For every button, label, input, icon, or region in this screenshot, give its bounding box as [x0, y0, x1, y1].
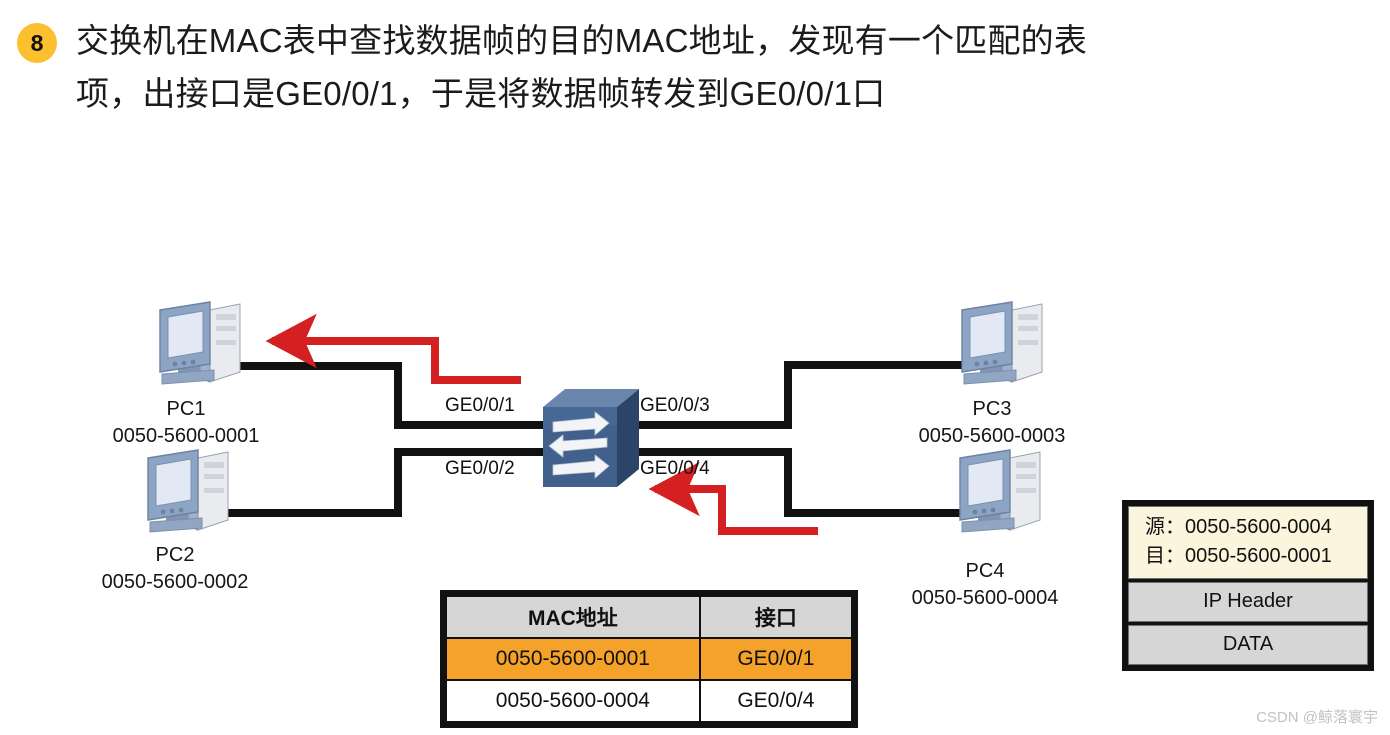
pc1-icon — [159, 301, 241, 385]
frame-ip-header-cell: IP Header — [1128, 582, 1368, 622]
mac-table-cell-interface: GE0/0/4 — [698, 679, 854, 723]
frame-source-mac: 0050-5600-0004 — [1185, 516, 1332, 538]
pc4-name: PC4 — [965, 560, 1005, 582]
pc2-icon — [147, 449, 229, 533]
port-label-ge0-0-1: GE0/0/1 — [445, 395, 515, 416]
traffic-flow-arrows — [265, 313, 818, 535]
port-label-ge0-0-3: GE0/0/3 — [640, 395, 710, 416]
frame-source-label: 源： — [1145, 516, 1185, 538]
frame-destination-row: 目：0050-5600-0001 — [1129, 542, 1367, 571]
pc1-name: PC1 — [166, 398, 206, 420]
mac-address-table: MAC地址 接口 0050-5600-0001 GE0/0/1 0050-560… — [440, 590, 858, 728]
flow-arrow-out-ge0-0-1 — [265, 313, 521, 384]
mac-table-header-interface: 接口 — [698, 595, 854, 639]
mac-table-header-mac: MAC地址 — [445, 595, 701, 639]
pc1-label: PC1 0050-5600-0001 — [86, 396, 286, 450]
pc1-mac: 0050-5600-0001 — [112, 425, 260, 447]
frame-mac-header: 源：0050-5600-0004 目：0050-5600-0001 — [1128, 506, 1368, 579]
frame-destination-label: 目： — [1145, 545, 1185, 567]
mac-table-row[interactable]: 0050-5600-0004 GE0/0/4 — [445, 679, 854, 723]
mac-table-cell-mac: 0050-5600-0001 — [445, 637, 701, 681]
port-label-ge0-0-2: GE0/0/2 — [445, 458, 515, 479]
port-label-ge0-0-4: GE0/0/4 — [640, 458, 710, 479]
pc4-label: PC4 0050-5600-0004 — [885, 558, 1085, 612]
frame-source-row: 源：0050-5600-0004 — [1129, 513, 1367, 542]
mac-table-header-row: MAC地址 接口 — [445, 595, 854, 639]
step-description-text: 交换机在MAC表中查找数据帧的目的MAC地址，发现有一个匹配的表项，出接口是GE… — [76, 22, 1088, 113]
pc4-mac: 0050-5600-0004 — [911, 587, 1059, 609]
frame-destination-mac: 0050-5600-0001 — [1185, 545, 1332, 567]
mac-table-cell-interface: GE0/0/1 — [698, 637, 854, 681]
pc2-name: PC2 — [155, 544, 195, 566]
pc3-mac: 0050-5600-0003 — [918, 425, 1066, 447]
mac-table-row-matched[interactable]: 0050-5600-0001 GE0/0/1 — [445, 637, 854, 681]
pc2-label: PC2 0050-5600-0002 — [75, 542, 275, 596]
flow-arrow-in-ge0-0-4 — [648, 461, 818, 535]
pc3-name: PC3 — [972, 398, 1012, 420]
pc3-icon — [961, 301, 1043, 385]
cable-links — [220, 361, 964, 517]
pc2-mac: 0050-5600-0002 — [101, 571, 249, 593]
mac-table-cell-mac: 0050-5600-0004 — [445, 679, 701, 723]
pc3-label: PC3 0050-5600-0003 — [892, 396, 1092, 450]
ethernet-frame-box: 源：0050-5600-0004 目：0050-5600-0001 IP Hea… — [1122, 500, 1374, 671]
csdn-watermark: CSDN @鲸落寰宇 — [1256, 709, 1378, 726]
pc4-icon — [959, 449, 1041, 533]
switch-icon — [542, 388, 640, 488]
step-number-badge: 8 — [17, 23, 57, 63]
frame-data-cell: DATA — [1128, 625, 1368, 665]
